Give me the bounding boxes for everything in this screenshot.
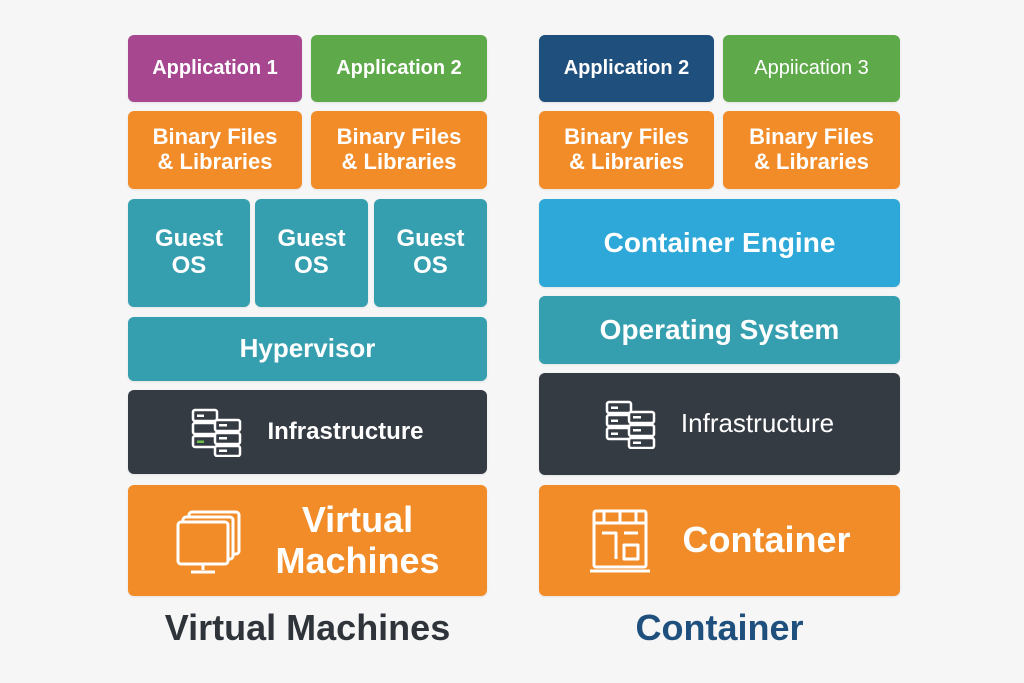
virtual-machine-icon <box>175 506 245 576</box>
container-infrastructure-block: Infrastructure <box>539 373 900 475</box>
container-os-label: Operating System <box>599 314 840 346</box>
vm-guest-os-3-label: Guest OS <box>396 225 465 279</box>
container-caption: Container <box>635 607 804 648</box>
vm-guest-os-3-block: Guest OS <box>374 199 487 307</box>
server-icon <box>191 407 243 457</box>
container-bins-2-block: Binary Files & Libraries <box>723 111 900 189</box>
container-app-2-label: Application 2 <box>563 57 690 80</box>
vm-app-1-label: Application 1 <box>152 57 278 80</box>
vm-base-label: Virtual Machines <box>275 499 440 581</box>
vm-app-2-label: Application 2 <box>336 57 462 80</box>
container-os-block: Operating System <box>539 296 900 364</box>
vm-hypervisor-label: Hypervisor <box>239 333 376 364</box>
vm-app-1-block: Application 1 <box>128 35 302 102</box>
vm-infrastructure-block: Infrastructure <box>128 390 487 474</box>
vm-bins-2-label: Binary Files & Libraries <box>336 124 462 174</box>
container-engine-label: Container Engine <box>603 227 836 259</box>
container-bins-2-label: Binary Files & Libraries <box>749 124 874 174</box>
vm-guest-os-2-block: Guest OS <box>255 199 368 307</box>
vm-app-2-block: Application 2 <box>311 35 487 102</box>
container-infrastructure-label: Infrastructure <box>680 408 835 439</box>
container-app-3-block: Appiication 3 <box>723 35 900 102</box>
server-icon <box>605 399 657 449</box>
vm-guest-os-1-label: Guest OS <box>154 225 223 279</box>
container-app-3-label: Appiication 3 <box>754 57 869 80</box>
container-app-2-block: Application 2 <box>539 35 714 102</box>
vm-infrastructure-label: Infrastructure <box>267 417 424 445</box>
vm-hypervisor-block: Hypervisor <box>128 317 487 381</box>
container-bins-1-label: Binary Files & Libraries <box>564 124 689 174</box>
vm-base-block: Virtual Machines <box>128 485 487 596</box>
vm-bins-1-label: Binary Files & Libraries <box>152 124 278 174</box>
vm-caption: Virtual Machines <box>164 607 451 648</box>
container-icon <box>588 505 652 577</box>
vm-bins-2-block: Binary Files & Libraries <box>311 111 487 189</box>
vm-bins-1-block: Binary Files & Libraries <box>128 111 302 189</box>
container-engine-block: Container Engine <box>539 199 900 287</box>
vm-guest-os-1-block: Guest OS <box>128 199 250 307</box>
vm-guest-os-2-label: Guest OS <box>277 225 346 279</box>
container-base-label: Container <box>682 519 851 561</box>
container-base-block: Container <box>539 485 900 596</box>
container-bins-1-block: Binary Files & Libraries <box>539 111 714 189</box>
